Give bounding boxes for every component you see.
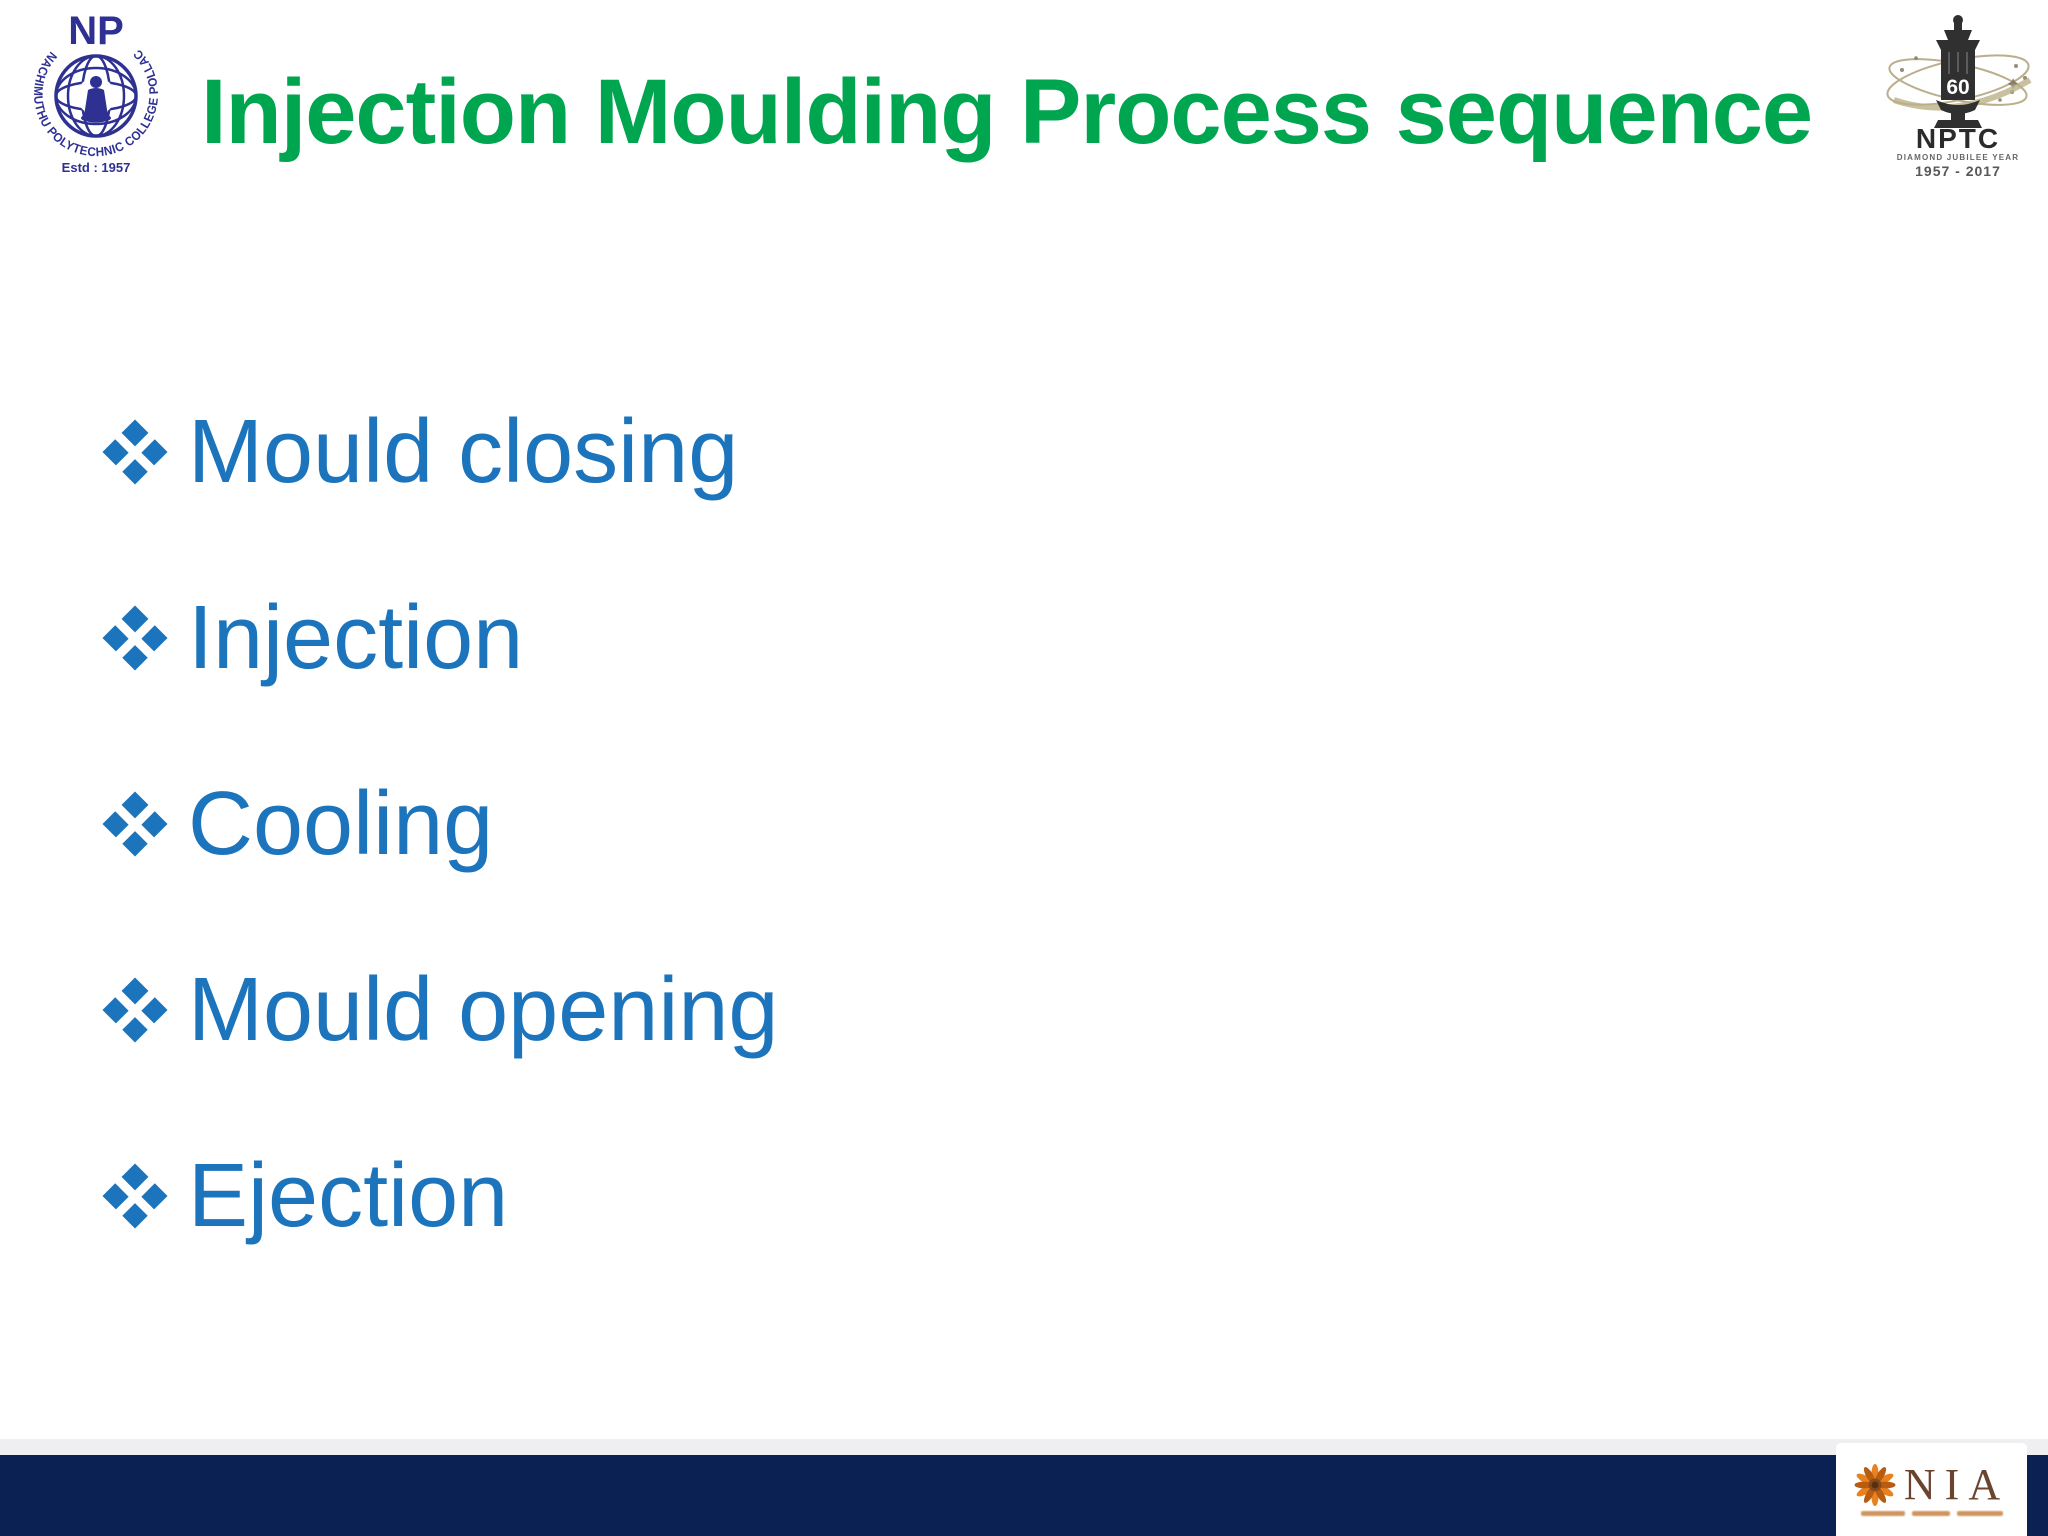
- jubilee-subtitle: DIAMOND JUBILEE YEAR: [1897, 153, 2020, 162]
- list-item-cooling: Cooling: [100, 772, 778, 876]
- diamond-bullet-icon: [102, 419, 168, 485]
- nptc-jubilee-logo: 60 NPTC DIAMOND JUBILEE YEAR 1957 - 2017: [1880, 8, 2036, 186]
- np-monogram: NP: [68, 9, 124, 53]
- np-college-logo: NACHIMUTHU POLYTECHNIC COLLEGE POLLACHI …: [14, 0, 174, 176]
- process-sequence-list: Mould closing Injection Cooling Mould op…: [100, 400, 778, 1330]
- list-item-mould-opening: Mould opening: [100, 958, 778, 1062]
- np-estd-text: Estd : 1957: [62, 160, 131, 175]
- jubilee-years: 1957 - 2017: [1915, 163, 2001, 179]
- diamond-bullet-icon: [102, 977, 168, 1043]
- footer-gray-strip: [0, 1439, 2048, 1455]
- footer-navy-bar: [0, 1455, 2048, 1536]
- trophy-icon: [1934, 15, 1982, 128]
- list-item-injection: Injection: [100, 586, 778, 690]
- bullet-label: Cooling: [188, 773, 494, 874]
- list-item-ejection: Ejection: [100, 1144, 778, 1248]
- bullet-label: Mould opening: [188, 959, 779, 1060]
- nptc-acronym: NPTC: [1916, 123, 2000, 154]
- page-title: Injection Moulding Process sequence: [200, 61, 1813, 163]
- list-item-mould-closing: Mould closing: [100, 400, 778, 504]
- diamond-bullet-icon: [102, 791, 168, 857]
- jubilee-number: 60: [1946, 76, 1969, 99]
- diamond-bullet-icon: [102, 605, 168, 671]
- bullet-label: Injection: [188, 587, 524, 688]
- bullet-label: Ejection: [188, 1145, 509, 1246]
- diamond-bullet-icon: [102, 1163, 168, 1229]
- nia-wordmark: NIA: [1903, 1460, 2010, 1509]
- np-college-logo-graphic: NACHIMUTHU POLYTECHNIC COLLEGE POLLACHI …: [14, 0, 161, 175]
- bullet-label: Mould closing: [188, 401, 739, 502]
- nia-sunflower-icon: [1854, 1464, 1896, 1506]
- nia-logo-box: NIA: [1836, 1443, 2027, 1536]
- statue-icon: [77, 76, 115, 123]
- trophy-columns-icon: [1948, 52, 1968, 74]
- nptc-jubilee-logo-graphic: 60 NPTC DIAMOND JUBILEE YEAR 1957 - 2017: [1886, 15, 2032, 179]
- nia-tagline-blur: [1860, 1511, 2003, 1516]
